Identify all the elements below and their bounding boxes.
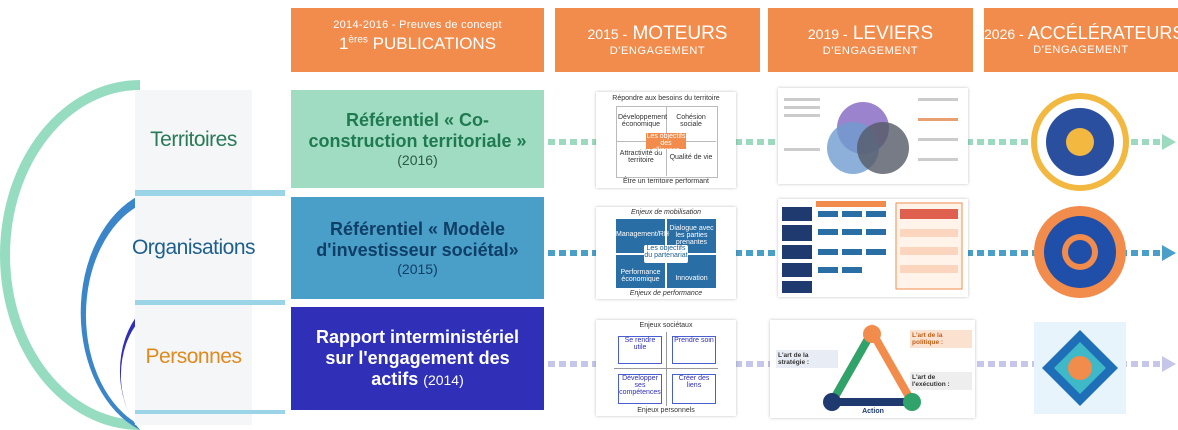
divider <box>135 410 285 414</box>
card-organisations: Référentiel « Modèle d'investisseur soci… <box>291 197 544 299</box>
divider <box>135 300 285 305</box>
moteur-personnes-thumbnail: Enjeux sociétaux Enjeux personnels Se re… <box>596 320 736 416</box>
card-organisations-year: (2015) <box>397 261 438 277</box>
header-leviers-title: LEVIERS <box>852 23 934 44</box>
levier-table <box>782 201 963 293</box>
divider <box>135 190 285 196</box>
header-preuves: 2014-2016 - Preuves de concept 1ères PUB… <box>291 8 544 72</box>
arrow-organisations <box>1162 245 1176 261</box>
header-preuves-line1: 2014-2016 - Preuves de concept <box>333 19 502 31</box>
row-label-personnes: Personnes <box>145 345 242 368</box>
accelerateur-organisations-circle <box>1034 206 1126 298</box>
card-organisations-title: Référentiel « Modèle d'investisseur soci… <box>316 219 519 260</box>
art-strategie: L'art de la stratégie : <box>776 350 838 368</box>
arrow-territoires <box>1162 134 1176 150</box>
card-personnes-year: (2014) <box>423 371 464 388</box>
center-objectives: Les objectifs des alliances <box>646 133 686 154</box>
header-preuves-line2: PUBLICATIONS <box>372 34 497 53</box>
label-column-bg <box>135 90 252 425</box>
venn-diagram <box>784 98 958 174</box>
levier-triangle <box>823 323 921 411</box>
accelerateur-personnes-diagram <box>1034 322 1126 414</box>
card-territoires-title: Référentiel « Co-construction territoria… <box>308 110 527 151</box>
row-label-territoires: Territoires <box>150 128 237 151</box>
row-label-organisations: Organisations <box>131 236 256 259</box>
moteur-organisations-thumbnail: Enjeux de mobilisation Enjeux de perform… <box>596 207 736 299</box>
art-politique: L'art de la politique : <box>910 330 972 348</box>
card-personnes: Rapport interministériel sur l'engagemen… <box>291 307 544 410</box>
header-moteurs: 2015 - MOTEURS D'ENGAGEMENT <box>555 8 760 72</box>
levier-organisations-thumbnail <box>778 199 968 297</box>
arrow-personnes <box>1162 356 1176 372</box>
header-moteurs-title: MOTEURS <box>632 23 728 44</box>
header-leviers: 2019 - LEVIERS D'ENGAGEMENT <box>768 8 973 72</box>
card-territoires: Référentiel « Co-construction territoria… <box>291 90 544 188</box>
action-label: Action <box>862 408 884 415</box>
card-personnes-title: Rapport interministériel sur l'engagemen… <box>315 326 520 389</box>
header-accelerateurs-title: ACCÉLÉRATEURS <box>1027 23 1178 43</box>
moteur-territoires-thumbnail: Répondre aux besoins du territoire Être … <box>596 92 736 188</box>
card-territoires-year: (2016) <box>397 152 438 168</box>
left-arcs <box>0 80 140 430</box>
header-accelerateurs: 2026 - ACCÉLÉRATEURS D'ENGAGEMENT <box>984 8 1178 72</box>
levier-personnes-thumbnail: L'art de la stratégie : L'art de la poli… <box>770 320 975 418</box>
levier-territoires-thumbnail <box>778 88 968 184</box>
art-execution: L'art de l'exécution : <box>910 372 972 390</box>
accelerateur-territoires-circle <box>1031 93 1129 191</box>
